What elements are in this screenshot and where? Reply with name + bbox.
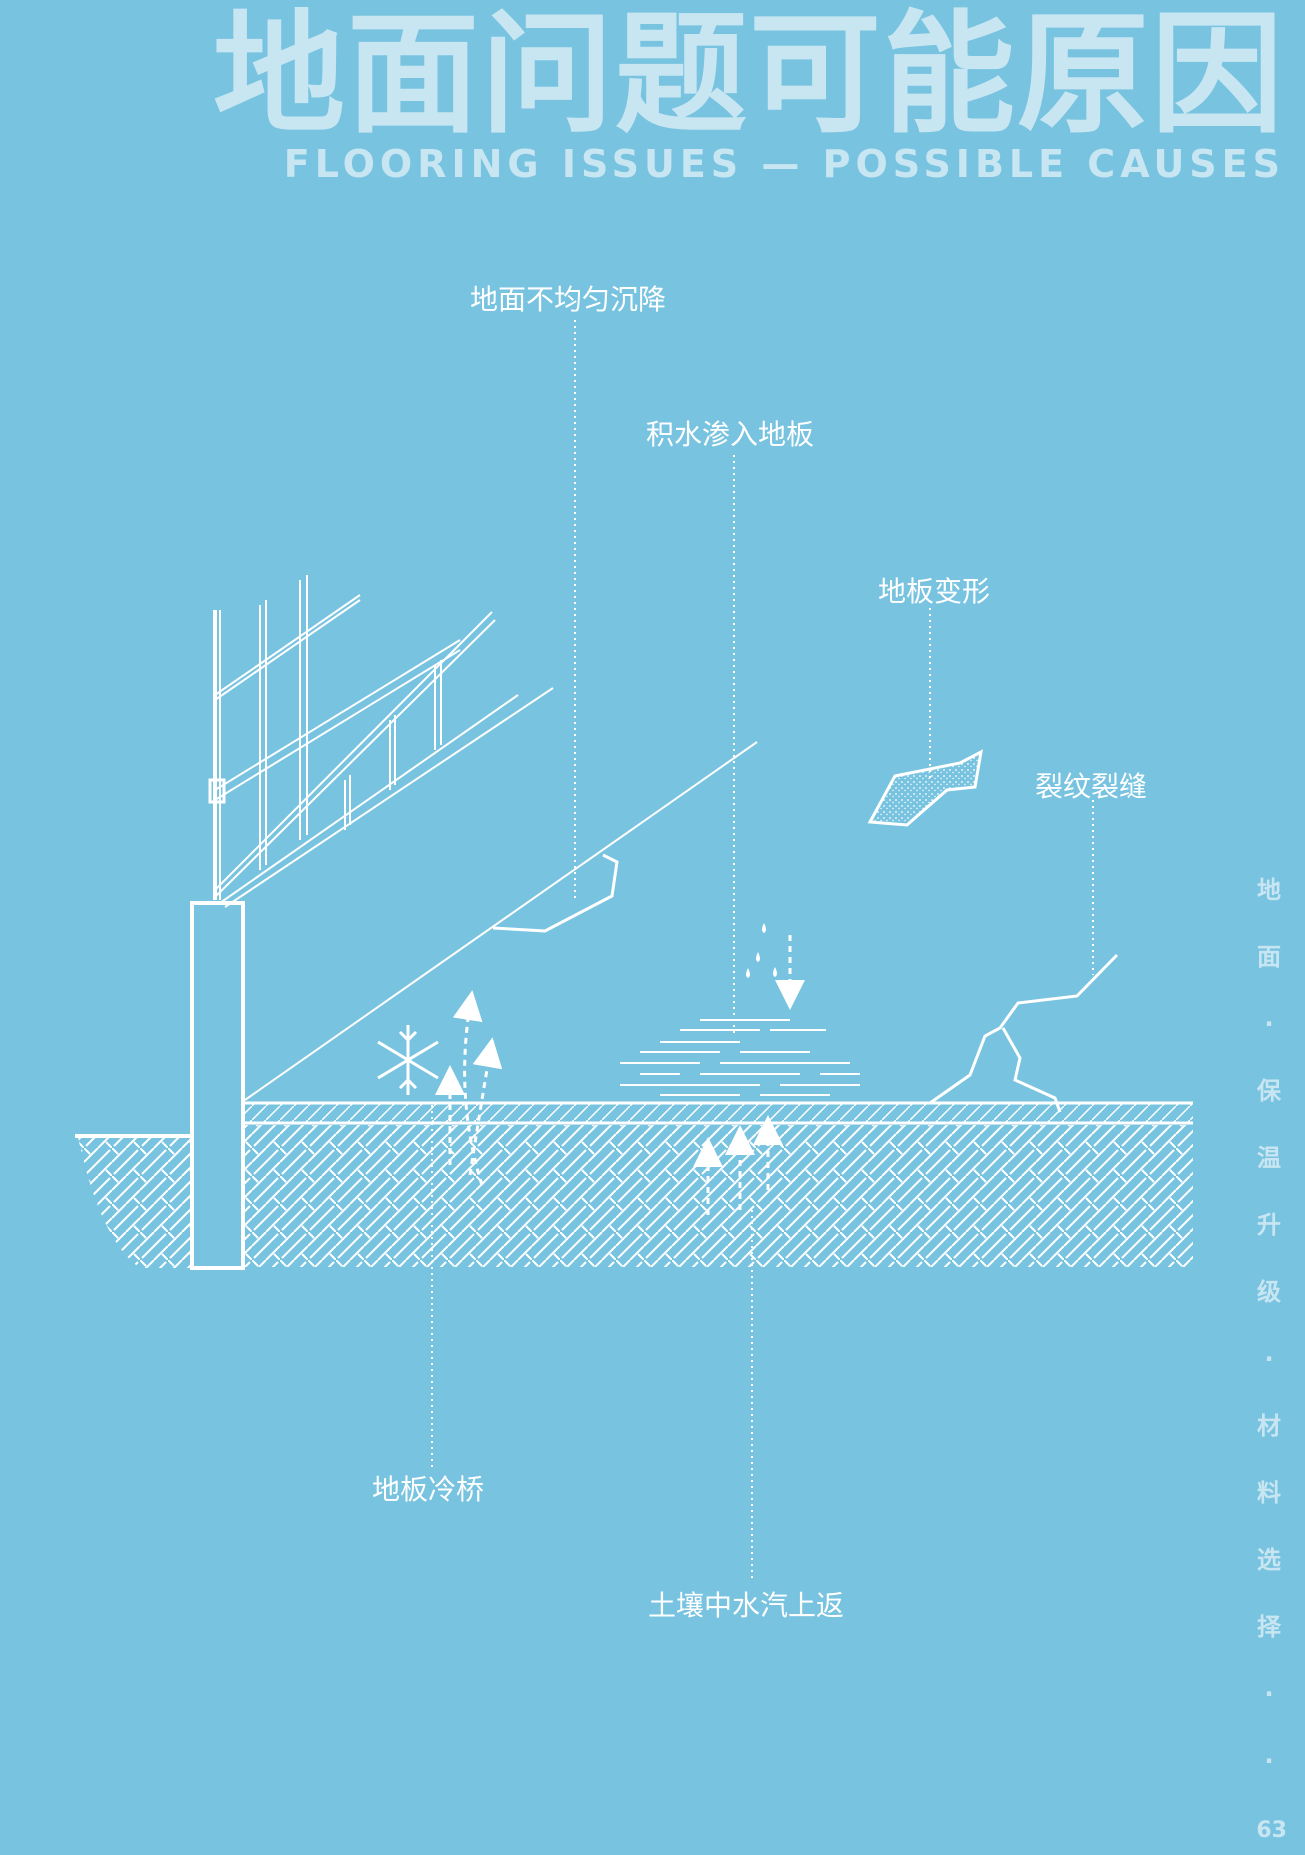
side-nav-char: 地 (1257, 876, 1281, 904)
leader-lines (431, 320, 1094, 1582)
page-title: 地面问题可能原因 (213, 0, 1285, 152)
label-soil-moisture: 土壤中水汽上返 (648, 1589, 845, 1622)
side-nav-char: · (1264, 1680, 1274, 1708)
side-nav-char: 升 (1257, 1211, 1281, 1239)
snowflake-icon (377, 1025, 439, 1095)
water-drops (746, 923, 777, 978)
label-cold-bridge: 地板冷桥 (372, 1473, 485, 1506)
side-nav-char: 面 (1257, 943, 1281, 971)
page-subtitle: FLOORING ISSUES — POSSIBLE CAUSES (283, 142, 1285, 186)
side-nav-char: 温 (1257, 1144, 1281, 1172)
side-nav-char: 选 (1257, 1546, 1281, 1574)
side-nav-char: 料 (1257, 1479, 1281, 1507)
side-nav-char: · (1264, 1747, 1274, 1775)
side-nav-char: · (1264, 1010, 1274, 1038)
side-nav-char: 保 (1257, 1077, 1281, 1105)
side-nav-char: · (1264, 1345, 1274, 1373)
side-nav-char: 级 (1257, 1278, 1281, 1306)
page-number: 63 (1256, 1818, 1287, 1843)
side-nav-char: 材 (1257, 1412, 1281, 1440)
side-nav-char: 择 (1257, 1613, 1281, 1641)
label-floor-deformation: 地板变形 (878, 575, 991, 608)
side-navigation: 地 面 · 保 温 升 级 · 材 料 选 择 · · (1247, 870, 1291, 1808)
floor-slab (243, 1101, 1193, 1125)
label-cracks: 裂纹裂缝 (1035, 770, 1148, 803)
label-water-seepage: 积水渗入地板 (646, 418, 815, 451)
label-uneven-settlement: 地面不均匀沉降 (470, 283, 667, 316)
scaffold-frame (208, 575, 554, 908)
water-puddle (620, 1019, 860, 1096)
foundation-wall (190, 901, 245, 1270)
